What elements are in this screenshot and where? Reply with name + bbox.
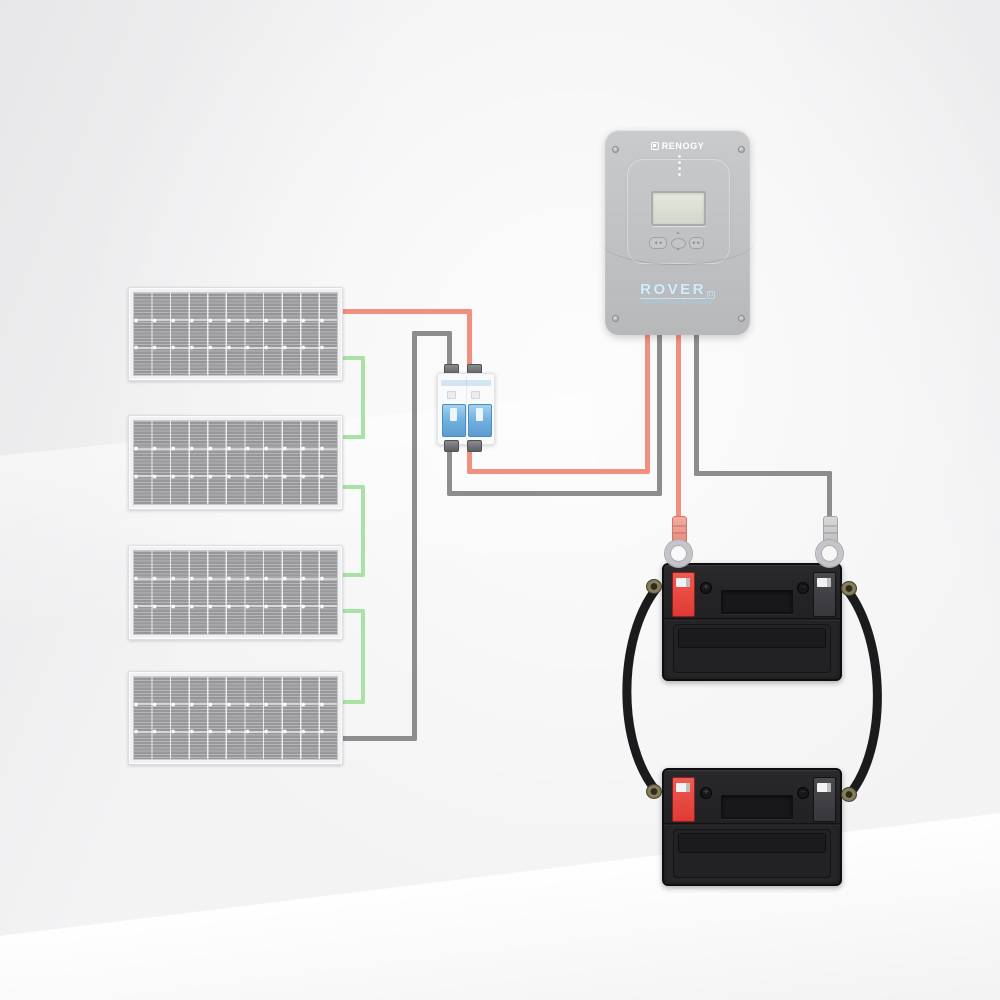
solar-panel-1 bbox=[128, 287, 343, 381]
phillips-screw-icon: ✚ bbox=[700, 787, 712, 799]
solar-panel-4 bbox=[128, 671, 343, 765]
solar-panel-2 bbox=[128, 415, 343, 510]
jumper-cable-left bbox=[622, 584, 662, 797]
battery-label-recess bbox=[721, 795, 793, 819]
solar-cells bbox=[133, 676, 338, 760]
rover-li-badge: Li bbox=[706, 291, 715, 299]
battery-front-face bbox=[667, 622, 837, 677]
ring-lug bbox=[665, 540, 692, 567]
battery-2: ✚ ─ bbox=[662, 768, 842, 886]
renogy-logo: RENOGY bbox=[605, 141, 750, 151]
solar-cells bbox=[133, 292, 338, 376]
controller-subtitle: 40A MPPT Charge Controller bbox=[642, 300, 713, 306]
solar-panel-3 bbox=[128, 545, 343, 640]
battery-negative-terminal bbox=[813, 572, 836, 617]
battery-negative-terminal bbox=[813, 777, 836, 822]
cable-lug bbox=[841, 581, 857, 596]
controller-screw bbox=[738, 315, 745, 322]
phillips-screw-icon: ✚ bbox=[700, 582, 712, 594]
ring-lug bbox=[816, 540, 843, 567]
controller-screw bbox=[612, 315, 619, 322]
circuit-breaker bbox=[437, 364, 495, 452]
breaker-toggle-left bbox=[442, 404, 466, 437]
breaker-body bbox=[437, 373, 495, 445]
cable-lug bbox=[646, 784, 662, 799]
rover-wordmark: ROVER bbox=[640, 281, 706, 299]
battery-label-recess bbox=[721, 590, 793, 614]
battery-positive-terminal bbox=[672, 777, 695, 822]
battery-positive-terminal bbox=[672, 572, 695, 617]
slotted-screw-icon: ─ bbox=[797, 787, 809, 799]
breaker-terminal-screw bbox=[444, 440, 459, 452]
slotted-screw-icon: ─ bbox=[797, 582, 809, 594]
battery-1: ✚ ─ bbox=[662, 563, 842, 681]
battery-front-face bbox=[667, 827, 837, 882]
jumper-cable-right bbox=[843, 586, 882, 800]
solar-cells bbox=[133, 420, 338, 505]
faceplate-seam bbox=[598, 212, 757, 265]
cable-lug bbox=[646, 579, 662, 594]
status-led bbox=[678, 155, 681, 158]
breaker-terminal-screw bbox=[467, 440, 482, 452]
breaker-toggle-right bbox=[468, 404, 492, 437]
renogy-logo-text: RENOGY bbox=[661, 141, 705, 151]
cable-lug bbox=[841, 787, 857, 802]
solar-cells bbox=[133, 550, 338, 635]
renogy-logo-icon bbox=[650, 142, 659, 150]
